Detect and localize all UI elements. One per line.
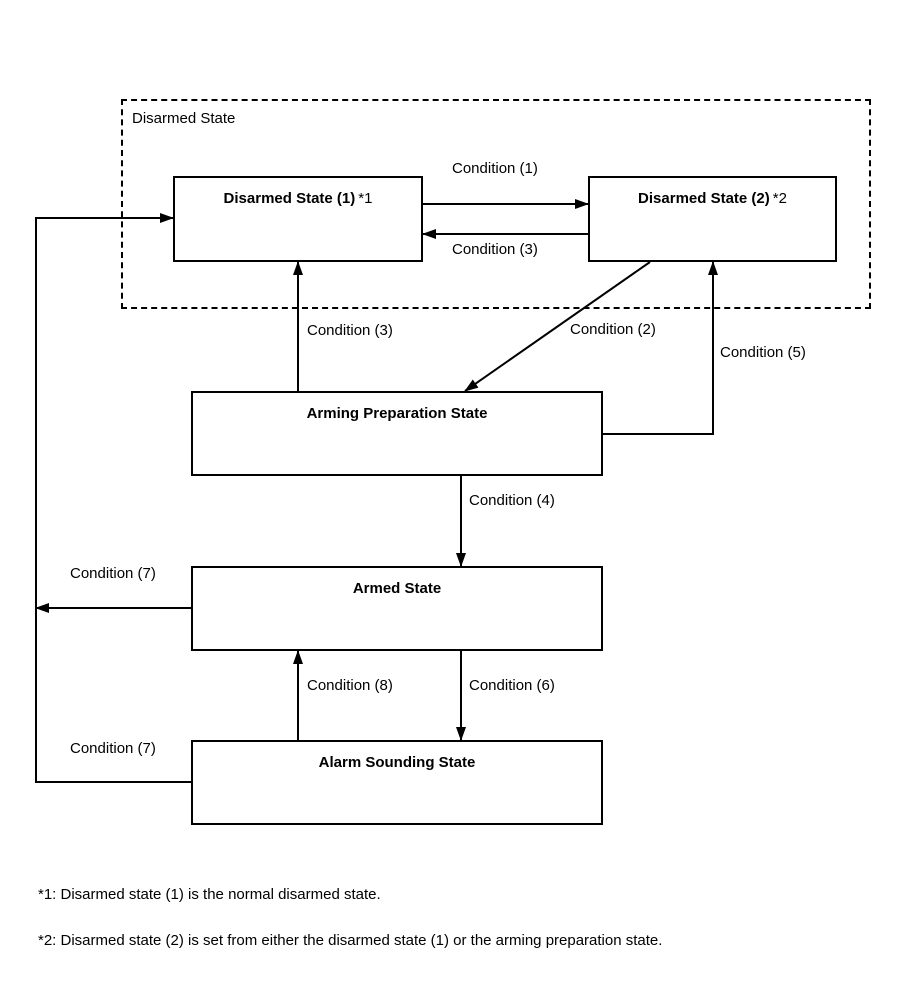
arrow-condition-2 xyxy=(464,261,651,392)
arrow-condition-5 xyxy=(603,261,718,435)
label-condition-7-alarm: Condition (7) xyxy=(70,740,156,757)
label-condition-4: Condition (4) xyxy=(469,492,555,509)
state-alarm-sounding-title: Alarm Sounding State xyxy=(318,754,476,771)
state-arming-preparation: Arming Preparation State xyxy=(191,391,603,476)
footnote-1: *1: Disarmed state (1) is the normal dis… xyxy=(38,886,381,903)
label-condition-2: Condition (2) xyxy=(570,321,656,338)
label-condition-3-horizontal: Condition (3) xyxy=(452,241,538,258)
state-disarmed-1-title: Disarmed State (1)*1 xyxy=(175,190,421,207)
state-armed: Armed State xyxy=(191,566,603,651)
label-condition-1: Condition (1) xyxy=(452,160,538,177)
label-condition-3-vertical: Condition (3) xyxy=(307,322,393,339)
arrow-condition-7-alarm xyxy=(35,213,191,783)
state-disarmed-2: Disarmed State (2)*2 xyxy=(588,176,837,262)
state-disarmed-2-title: Disarmed State (2)*2 xyxy=(590,190,835,207)
label-condition-6: Condition (6) xyxy=(469,677,555,694)
disarmed-state-group xyxy=(121,99,871,309)
state-disarmed-2-label: Disarmed State (2) xyxy=(638,190,770,207)
state-disarmed-1-label: Disarmed State (1) xyxy=(223,190,356,207)
state-armed-title: Armed State xyxy=(352,580,442,597)
footnote-2: *2: Disarmed state (2) is set from eithe… xyxy=(38,932,663,949)
label-condition-8: Condition (8) xyxy=(307,677,393,694)
state-alarm-sounding: Alarm Sounding State xyxy=(191,740,603,825)
state-disarmed-1: Disarmed State (1)*1 xyxy=(173,176,423,262)
state-disarmed-2-mark: *2 xyxy=(772,190,787,207)
disarmed-state-group-label: Disarmed State xyxy=(132,110,236,127)
state-disarmed-1-mark: *1 xyxy=(358,190,373,207)
label-condition-7-armed: Condition (7) xyxy=(70,565,156,582)
label-condition-5: Condition (5) xyxy=(720,344,806,361)
state-arming-preparation-title: Arming Preparation State xyxy=(306,405,488,422)
